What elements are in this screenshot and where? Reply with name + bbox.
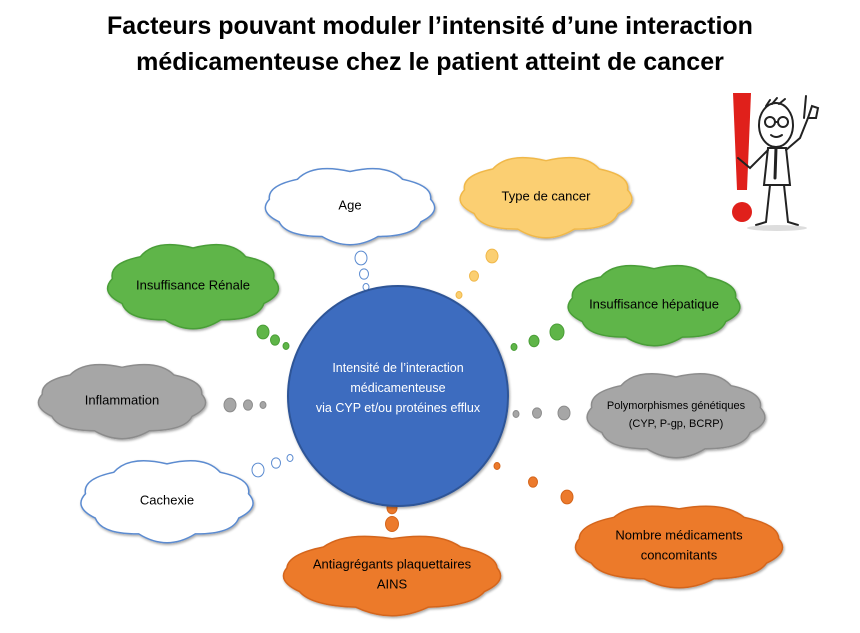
factor-label-antiagregants-2: AINS [377, 577, 408, 592]
trail-bubble-type-cancer-3 [455, 291, 463, 299]
cloud-shape-inflammation [37, 363, 207, 440]
cloud-shape-insuffisance-hepatique [567, 264, 741, 347]
trail-bubble-type-cancer-2 [469, 270, 479, 282]
cloud-shape-nombre-medicaments [574, 505, 784, 589]
cloud-shape-age [264, 167, 436, 246]
factor-cloud-inflammation: Inflammation [37, 363, 207, 440]
trail-bubble-cachexie-3 [286, 454, 294, 462]
factor-label-insuffisance-renale: Insuffisance Rénale [136, 278, 250, 293]
cloud-shape-insuffisance-renale [106, 243, 280, 330]
factor-label-type-cancer: Type de cancer [502, 189, 592, 204]
factor-cloud-polymorphismes: Polymorphismes génétiques (CYP, P-gp, BCR… [586, 373, 766, 459]
factor-clouds: Age Type de cancer Insuffisance Rénale I… [37, 156, 784, 617]
central-concept: Intensité de l’interaction médicamenteus… [287, 285, 509, 507]
factor-cloud-cachexie: Cachexie [80, 459, 254, 544]
factor-cloud-insuffisance-hepatique: Insuffisance hépatique [567, 264, 741, 347]
cloud-shape-type-cancer [459, 156, 633, 239]
trail-bubble-insuffisance-hepatique-3 [510, 343, 518, 351]
factor-label-nombre-medicaments-2: concomitants [641, 548, 718, 563]
cloud-shape-antiagregants [282, 535, 502, 617]
cloud-shape-cachexie [80, 459, 254, 544]
cloud-shape-polymorphismes [586, 373, 766, 459]
factor-label-polymorphismes-1: Polymorphismes génétiques [607, 400, 746, 412]
trail-bubble-insuffisance-renale-2 [270, 334, 280, 346]
trail-bubble-polymorphismes-1 [557, 405, 571, 421]
central-line-2: médicamenteuse [350, 381, 445, 395]
trail-bubble-nombre-medicaments-1 [560, 489, 574, 505]
stick-figure-pointing-icon [737, 95, 820, 231]
exclamation-mark-icon [732, 93, 752, 222]
factor-label-age: Age [338, 198, 361, 213]
factor-label-polymorphismes-2: (CYP, P-gp, BCRP) [629, 418, 724, 430]
factor-label-cachexie: Cachexie [140, 493, 194, 508]
trail-bubble-insuffisance-renale-3 [282, 342, 290, 350]
trail-bubble-cachexie-1 [251, 462, 265, 478]
trail-bubble-insuffisance-hepatique-2 [528, 334, 540, 348]
factor-label-insuffisance-hepatique: Insuffisance hépatique [589, 297, 719, 312]
diagram-title: Facteurs pouvant moduler l’intensité d’u… [0, 8, 860, 80]
trail-bubble-inflammation-2 [243, 399, 253, 411]
factor-cloud-age: Age [264, 167, 436, 246]
factor-cloud-insuffisance-renale: Insuffisance Rénale [106, 243, 280, 330]
trail-bubble-inflammation-3 [259, 401, 267, 409]
title-line-2: médicamenteuse chez le patient atteint d… [136, 48, 724, 76]
trail-bubble-cachexie-2 [271, 457, 281, 469]
trail-bubble-age-2 [359, 268, 369, 280]
factor-label-inflammation: Inflammation [85, 393, 159, 408]
central-line-3: via CYP et/ou protéines efflux [316, 401, 481, 415]
trail-bubble-inflammation-1 [223, 397, 237, 413]
factor-label-antiagregants-1: Antiagrégants plaquettaires [313, 557, 472, 572]
trail-bubble-polymorphismes-2 [532, 407, 542, 419]
central-circle [287, 285, 509, 507]
factor-cloud-nombre-medicaments: Nombre médicaments concomitants [574, 505, 784, 589]
trail-bubble-age-1 [354, 250, 368, 266]
trail-bubble-nombre-medicaments-2 [528, 476, 538, 488]
trail-bubble-polymorphismes-3 [512, 410, 520, 418]
trail-bubble-nombre-medicaments-3 [493, 462, 501, 470]
trail-bubble-insuffisance-hepatique-1 [549, 323, 565, 341]
factor-label-nombre-medicaments-1: Nombre médicaments [615, 528, 743, 543]
trail-bubble-antiagregants-1 [385, 516, 399, 532]
title-line-1: Facteurs pouvant moduler l’intensité d’u… [107, 12, 753, 40]
factor-cloud-type-cancer: Type de cancer [459, 156, 633, 239]
trail-bubble-insuffisance-renale-1 [256, 324, 270, 340]
central-line-1: Intensité de l’interaction [332, 361, 463, 375]
trail-bubble-type-cancer-1 [485, 248, 499, 264]
